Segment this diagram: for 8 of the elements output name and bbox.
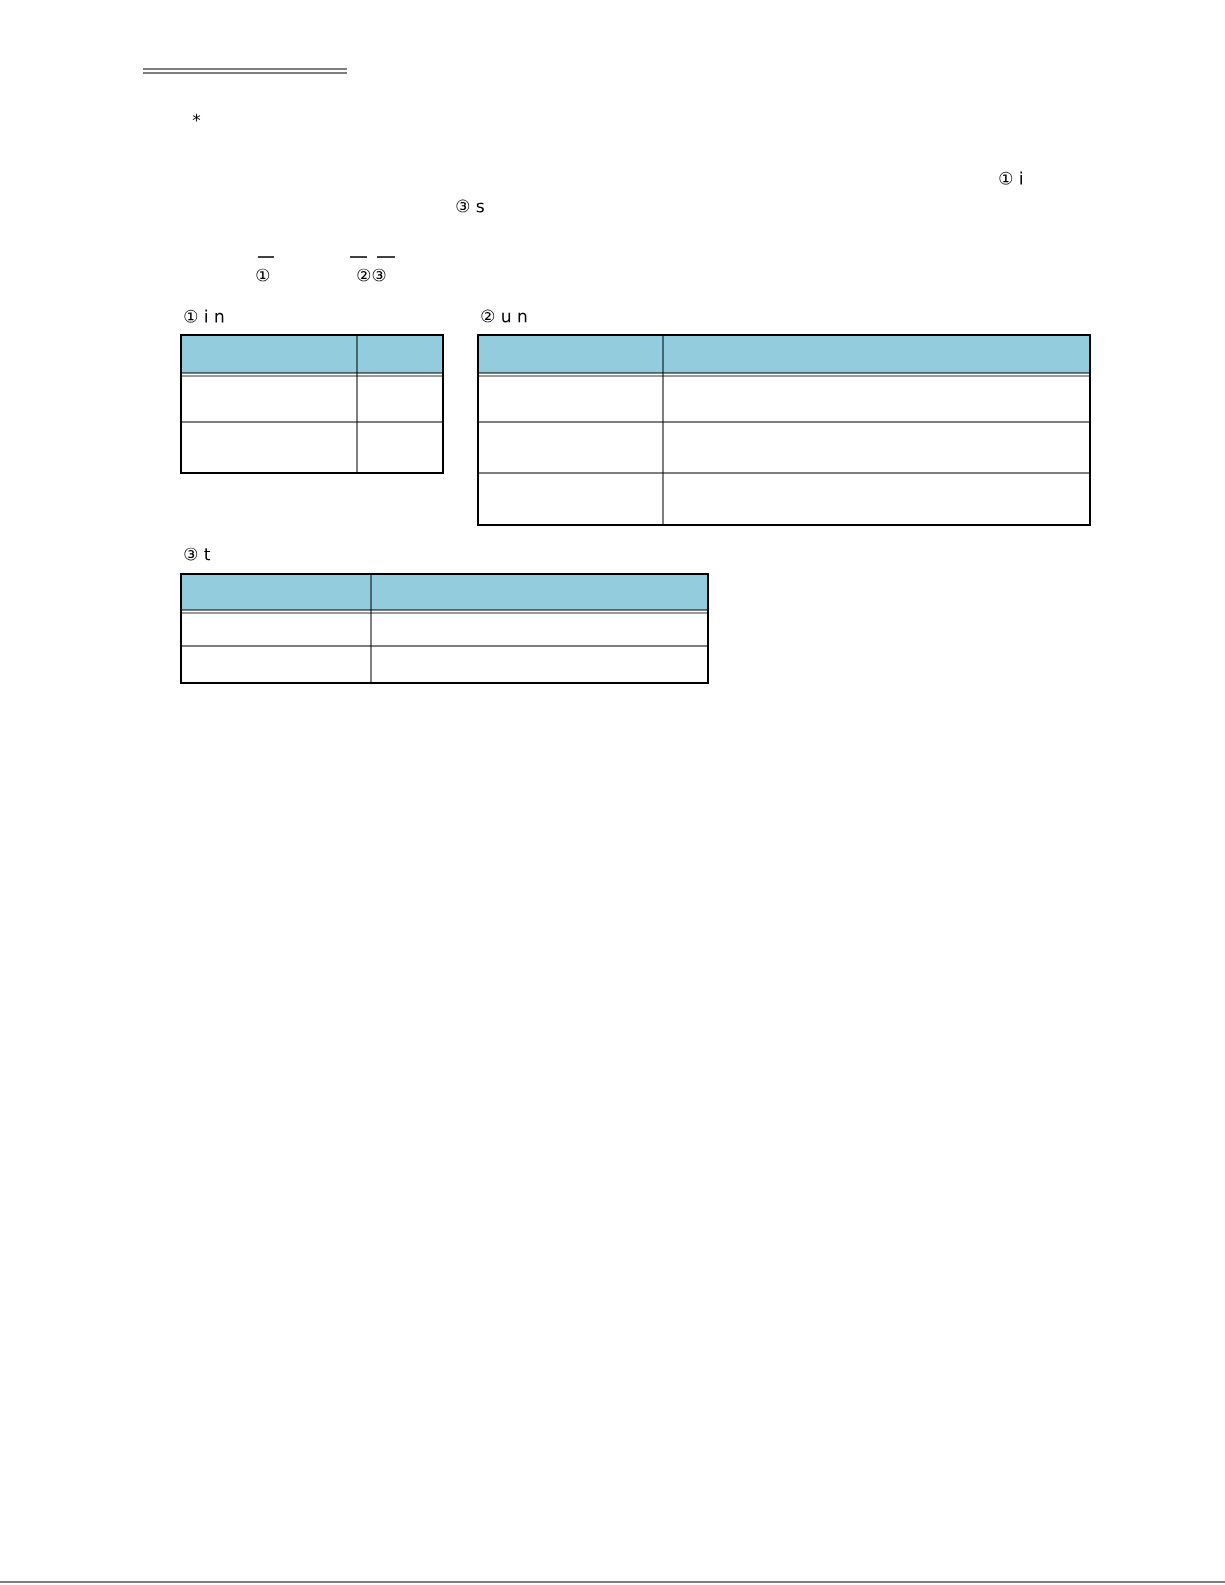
body-text: ③ s xyxy=(456,199,484,213)
table-caption: ③ t xyxy=(184,547,211,561)
footnote-mark: * xyxy=(192,113,201,122)
table-caption: ① i n xyxy=(184,309,224,323)
body-text: ②③ xyxy=(357,268,386,282)
body-text: ① i xyxy=(999,171,1022,185)
table-caption: ② u n xyxy=(481,309,527,323)
body-text: ① xyxy=(256,268,270,282)
